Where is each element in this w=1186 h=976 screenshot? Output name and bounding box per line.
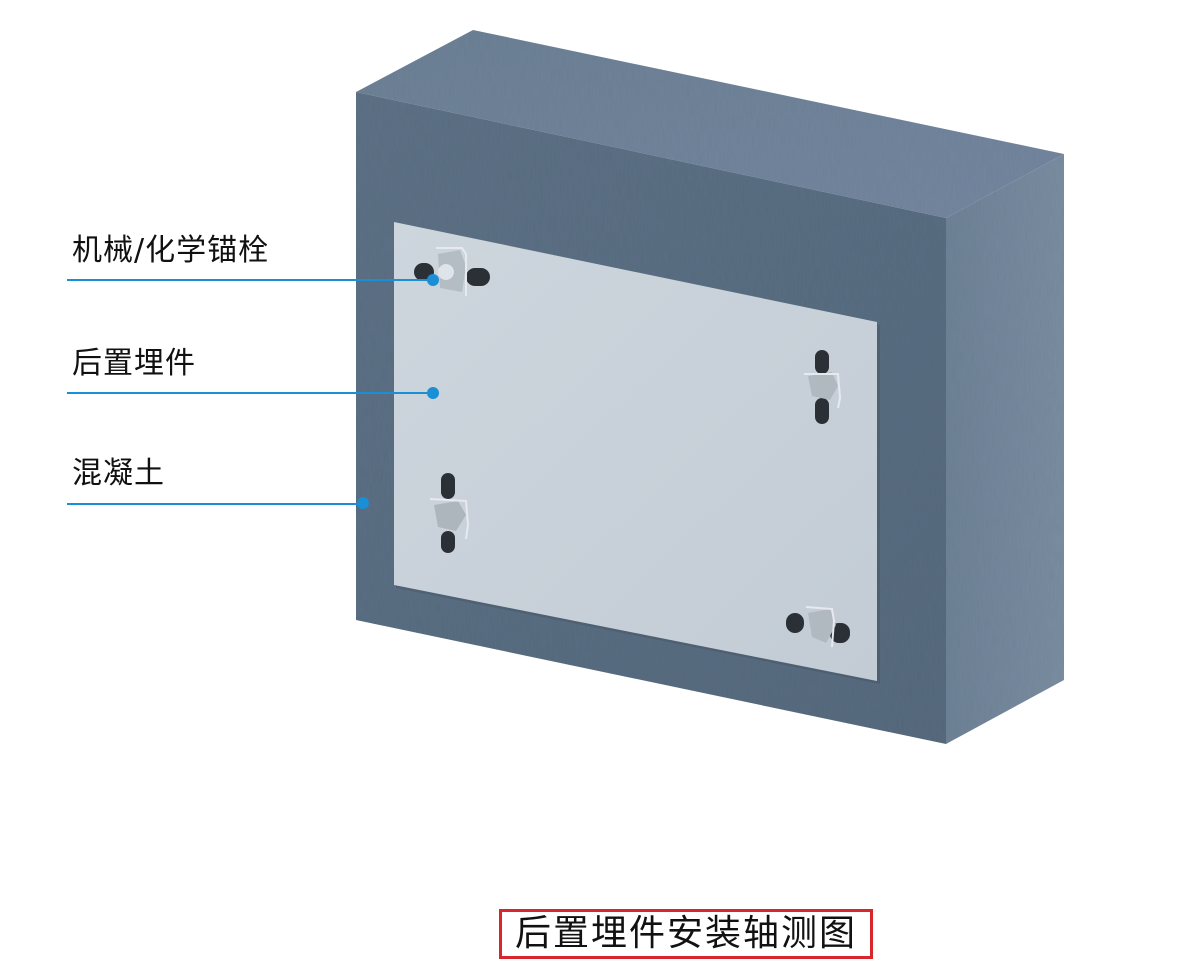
nut-plate bbox=[808, 372, 838, 400]
slot-top bbox=[815, 350, 829, 374]
anchor-bolt bbox=[804, 350, 842, 424]
anchor-bolt bbox=[429, 473, 470, 553]
label-concrete: 混凝土 bbox=[72, 456, 165, 491]
plate-face bbox=[394, 222, 877, 681]
slot-right bbox=[830, 623, 850, 643]
nut-plate bbox=[434, 501, 466, 531]
leader-lines bbox=[67, 274, 439, 509]
slot-bottom bbox=[441, 531, 455, 553]
bolt-head bbox=[438, 264, 454, 280]
slot-bottom bbox=[815, 398, 829, 424]
leader-dot-anchor bbox=[427, 274, 439, 286]
concrete-top-face bbox=[356, 30, 1064, 218]
label-embedded-plate: 后置埋件 bbox=[72, 346, 196, 381]
diagram-caption: 后置埋件安装轴测图 bbox=[499, 909, 873, 959]
concrete-side-face bbox=[946, 154, 1064, 744]
slot-right bbox=[466, 268, 490, 286]
label-anchor-bolt: 机械/化学锚栓 bbox=[72, 233, 270, 268]
slot-left bbox=[786, 613, 804, 633]
leader-dot-concrete bbox=[357, 497, 369, 509]
anchor-bolt bbox=[414, 247, 490, 296]
embedded-plate bbox=[394, 222, 880, 684]
anchor-bolt bbox=[786, 606, 850, 648]
diagram-title: 后置埋件安装轴测图 bbox=[514, 913, 857, 954]
nut-plate bbox=[808, 609, 836, 643]
slot-top bbox=[441, 473, 455, 499]
leader-dot-plate bbox=[427, 387, 439, 399]
